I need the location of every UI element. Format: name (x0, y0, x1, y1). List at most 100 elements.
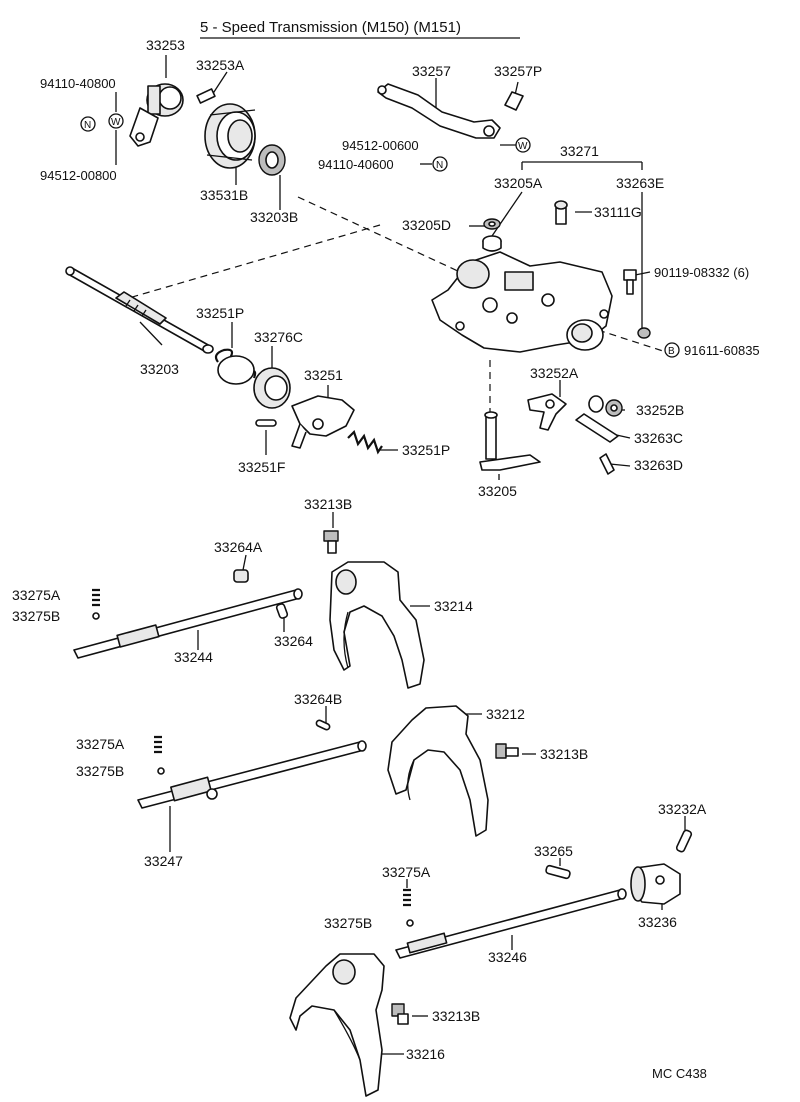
part-label: 33253 (146, 37, 185, 53)
collar-33236 (630, 863, 681, 905)
part-label: 33232A (658, 801, 707, 817)
plug-33205A (482, 235, 502, 252)
lever-33257 (377, 83, 501, 139)
part-label: 33205A (494, 175, 543, 191)
part-label: 94512-00600 (342, 138, 419, 153)
part-label: 33275A (12, 587, 61, 603)
ball-33275B-1 (92, 612, 100, 620)
spring-33251P-top (214, 348, 257, 385)
part-label: 90119-08332 (6) (654, 265, 749, 280)
bolt-symbol: B (668, 346, 675, 357)
spring-33275A-1 (92, 588, 100, 607)
part-label: 33264A (214, 539, 263, 555)
lever-33251 (291, 395, 355, 449)
part-label: 33531B (200, 187, 248, 203)
bearing-33203B (258, 144, 286, 176)
part-label: 94512-00800 (40, 168, 117, 183)
part-label: 33264 (274, 633, 313, 649)
part-label: 33246 (488, 949, 527, 965)
part-label: 33251 (304, 367, 343, 383)
part-label: 33205 (478, 483, 517, 499)
symbol-nut-2: N (432, 156, 448, 172)
part-label: 33251P (402, 442, 450, 458)
part-label: 33264B (294, 691, 342, 707)
lever-33205 (479, 411, 541, 471)
part-label: 33216 (406, 1046, 445, 1062)
pin-33263D (599, 453, 615, 475)
diagram-title: 5 - Speed Transmission (M150) (M151) (200, 19, 461, 36)
fork-33214 (329, 561, 425, 689)
part-label: 33263C (634, 430, 683, 446)
part-label: 33257 (412, 63, 451, 79)
part-label: 91611-60835 (684, 343, 760, 358)
bracket-33252A (527, 393, 567, 431)
part-label: 94110-40600 (318, 157, 394, 172)
fork-33216 (289, 953, 385, 1097)
part-label: 33265 (534, 843, 573, 859)
part-label: 33275B (76, 763, 124, 779)
nut-symbol: N (436, 160, 443, 171)
part-label: 33205D (402, 217, 451, 233)
bolt-33213B-mid (495, 743, 519, 759)
part-label: 33213B (540, 746, 588, 762)
symbol-washer-2: W (515, 137, 531, 153)
fork-33212 (387, 705, 489, 837)
bolt-33213B-bottom (391, 1003, 409, 1025)
part-label: 33213B (304, 496, 352, 512)
pin-33264B (315, 719, 331, 731)
part-label: 33236 (638, 914, 677, 930)
part-label: 33251P (196, 305, 244, 321)
symbol-nut-1: N (80, 116, 96, 132)
symbol-washer-1: W (108, 113, 124, 129)
part-label: 33212 (486, 706, 525, 722)
pin-33257P (504, 91, 524, 111)
spring-33275A-2 (154, 735, 162, 754)
part-label: 33271 (560, 143, 599, 159)
bolt-33213B-top (323, 530, 339, 554)
part-labels: 33253 33253A 94110-40800 94512-00800 335… (12, 37, 760, 1062)
part-label: 33252B (636, 402, 684, 418)
part-label: 94110-40800 (40, 76, 116, 91)
part-label: 33244 (174, 649, 213, 665)
boot-33531B (204, 103, 256, 169)
part-label: 33275A (382, 864, 431, 880)
part-label: 33213B (432, 1008, 480, 1024)
part-label: 33253A (196, 57, 245, 73)
part-label: 33214 (434, 598, 473, 614)
shaft-33203 (65, 266, 214, 354)
part-label: 33252A (530, 365, 579, 381)
washer-symbol: W (518, 141, 528, 152)
part-label: 33203 (140, 361, 179, 377)
plug-33263E (637, 327, 651, 339)
pin-33264 (275, 603, 289, 619)
pin-33265 (545, 864, 571, 880)
spring-33275A-3 (403, 888, 411, 907)
part-label: 33275B (324, 915, 372, 931)
part-label: 33275B (12, 608, 60, 624)
part-label: 33111G (594, 204, 642, 220)
shift-housing-33271 (431, 251, 613, 353)
part-label: 33247 (144, 853, 183, 869)
part-label: 33257P (494, 63, 542, 79)
pin-33253A (196, 88, 216, 104)
part-label: 33275A (76, 736, 125, 752)
part-label: 33251F (238, 459, 285, 475)
breather-33111G (554, 200, 568, 225)
part-label: 33263D (634, 457, 683, 473)
nut-symbol: N (84, 120, 91, 131)
shaft-33247 (137, 740, 367, 809)
pin-33264A (233, 569, 249, 583)
washer-33205D (483, 218, 501, 230)
washer-33252B (588, 395, 623, 417)
pin-33263C (575, 413, 619, 443)
pin-33251F (255, 419, 277, 427)
figure-code: MC C438 (652, 1066, 707, 1081)
part-label: 33203B (250, 209, 298, 225)
ball-33275B-3 (406, 919, 414, 927)
part-label: 33276C (254, 329, 303, 345)
pin-33232A (675, 829, 693, 853)
cap-33276C (253, 367, 291, 409)
alignment-dashed-lines (121, 196, 667, 415)
cam-bracket-33253 (129, 83, 184, 147)
